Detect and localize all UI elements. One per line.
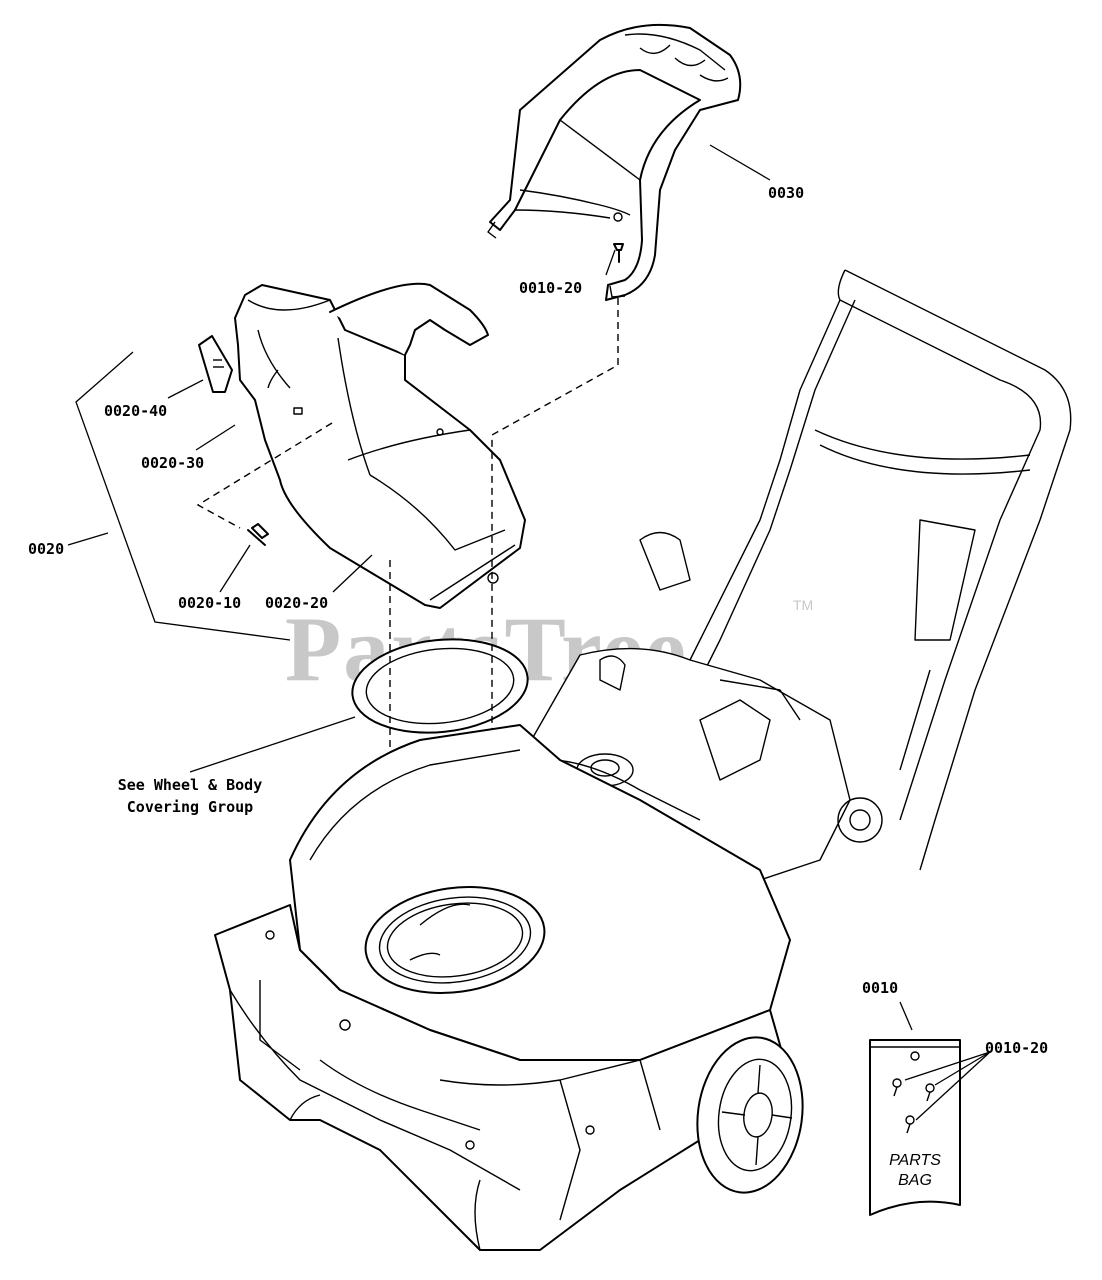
see-group-note-line2: Covering Group (127, 798, 253, 816)
wedge-part-0020-40[interactable] (198, 335, 233, 393)
chute-ring-gasket[interactable] (348, 631, 533, 741)
callout-0020-20: 0020-20 (265, 594, 328, 612)
callout-0020-40: 0020-40 (104, 402, 167, 420)
callout-0010: 0010 (862, 979, 898, 997)
parts-bag-label-line2: BAG (898, 1172, 932, 1189)
alignment-dashed-lines (196, 298, 619, 950)
callout-leader-lines (67, 144, 991, 1121)
callout-0010-20-bag: 0010-20 (985, 1039, 1048, 1057)
callout-0020-10: 0020-10 (178, 594, 241, 612)
bag-screw-icons (892, 1078, 935, 1134)
callout-0010-20-top: 0010-20 (519, 279, 582, 297)
chute-bezel-part-0030[interactable] (487, 23, 742, 301)
see-group-note-line1: See Wheel & Body (118, 776, 263, 794)
snowblower-body-outline (214, 269, 1072, 1251)
chute-assembly-part-0020[interactable] (234, 282, 526, 609)
screw-part-0010-20-top[interactable] (613, 243, 624, 263)
callout-0020-30: 0020-30 (141, 454, 204, 472)
watermark-trademark: TM (793, 597, 813, 613)
callout-0030: 0030 (768, 184, 804, 202)
bolt-part-0020-10[interactable] (247, 523, 269, 546)
callout-0020: 0020 (28, 540, 64, 558)
parts-bag-label-line1: PARTS (889, 1152, 941, 1169)
